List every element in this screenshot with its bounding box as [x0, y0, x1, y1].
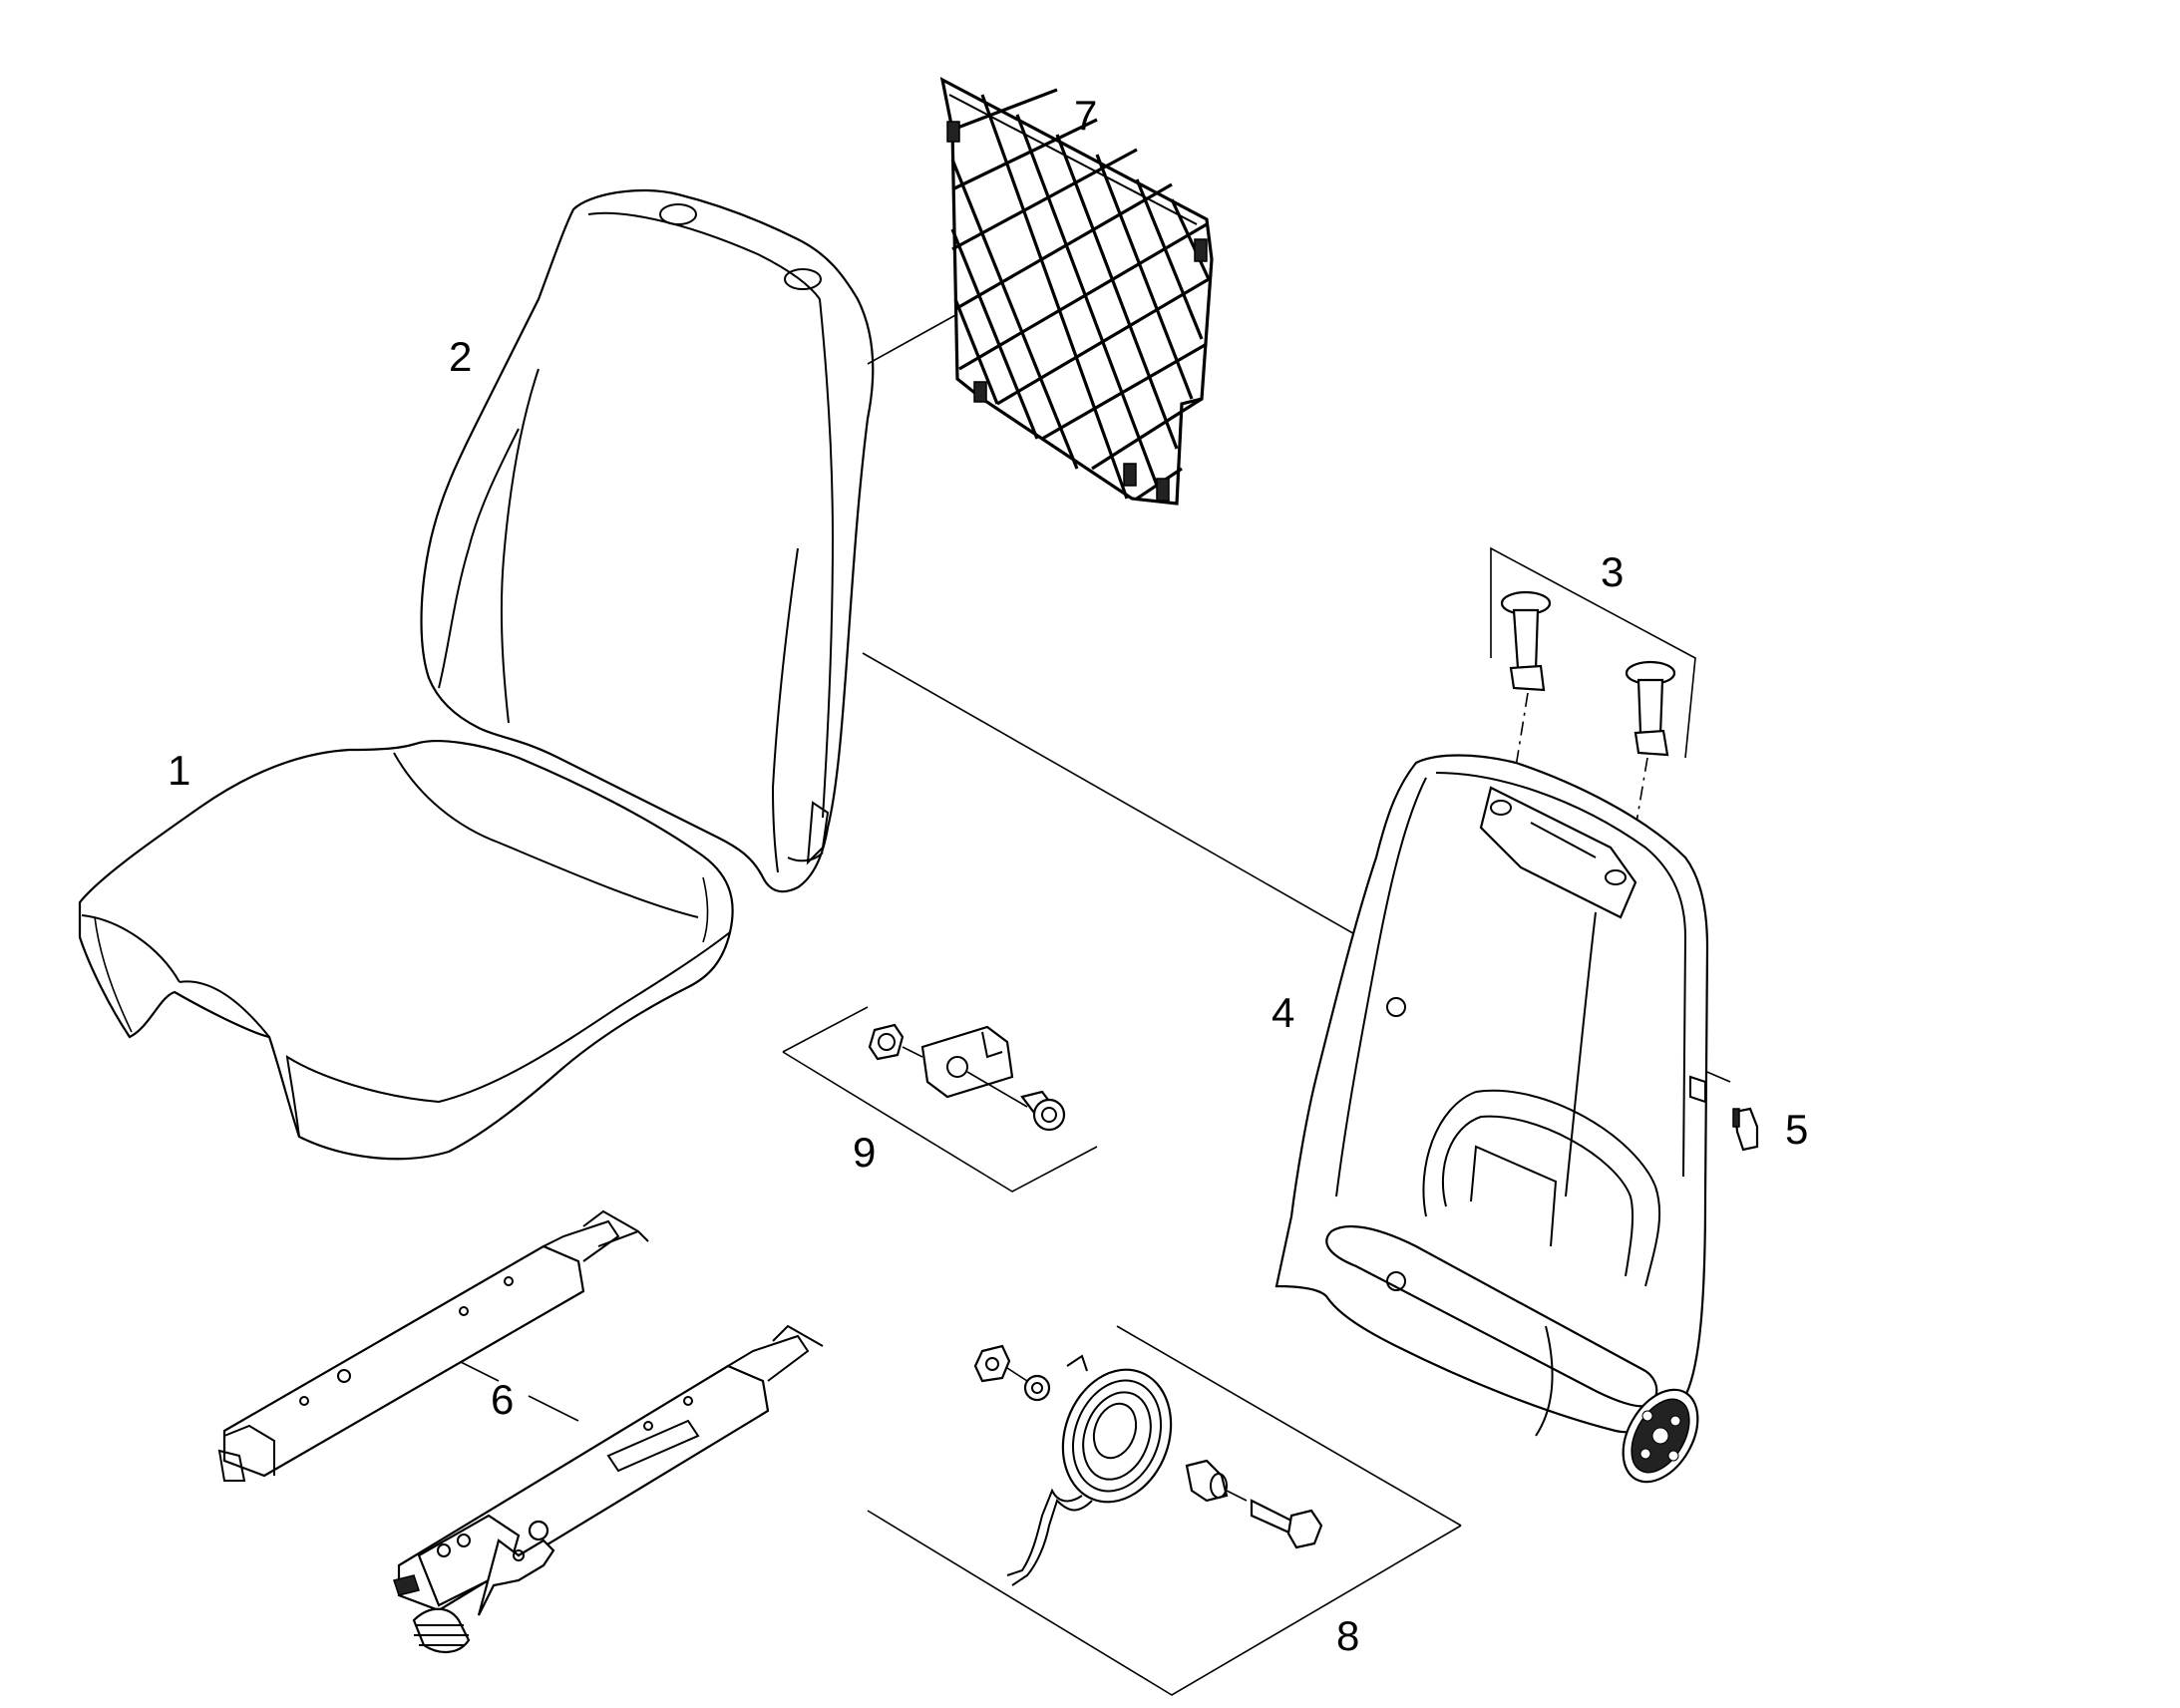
part-2-backrest-cover [420, 188, 875, 893]
callout-4: 4 [1272, 989, 1294, 1036]
part-5-clip [1732, 1107, 1759, 1152]
callout-5: 5 [1785, 1106, 1808, 1153]
seat-rail-upper [217, 1209, 649, 1482]
part-6-seat-rails [217, 1209, 824, 1653]
callout-3: 3 [1601, 548, 1624, 595]
headrest-guide-right [1625, 660, 1676, 858]
part-4-backrest-frame [1274, 754, 1709, 1484]
callout-9: 9 [853, 1129, 876, 1176]
callout-8: 8 [1336, 1612, 1359, 1659]
callout-2: 2 [449, 333, 472, 380]
callout-7: 7 [1074, 92, 1097, 139]
callout-6: 6 [491, 1376, 514, 1423]
seat-rail-lower [393, 1324, 824, 1653]
part-9-latch-bracket-kit [782, 1006, 1098, 1193]
callout-labels: 1 2 3 4 5 6 7 8 9 [168, 92, 1808, 1659]
callout-1: 1 [168, 747, 190, 794]
part-1-seat-cushion [78, 740, 734, 1161]
part-7-net-pocket [939, 77, 1214, 506]
net-mesh [950, 88, 1211, 501]
part-8-spring-bolt-kit [867, 1325, 1462, 1696]
